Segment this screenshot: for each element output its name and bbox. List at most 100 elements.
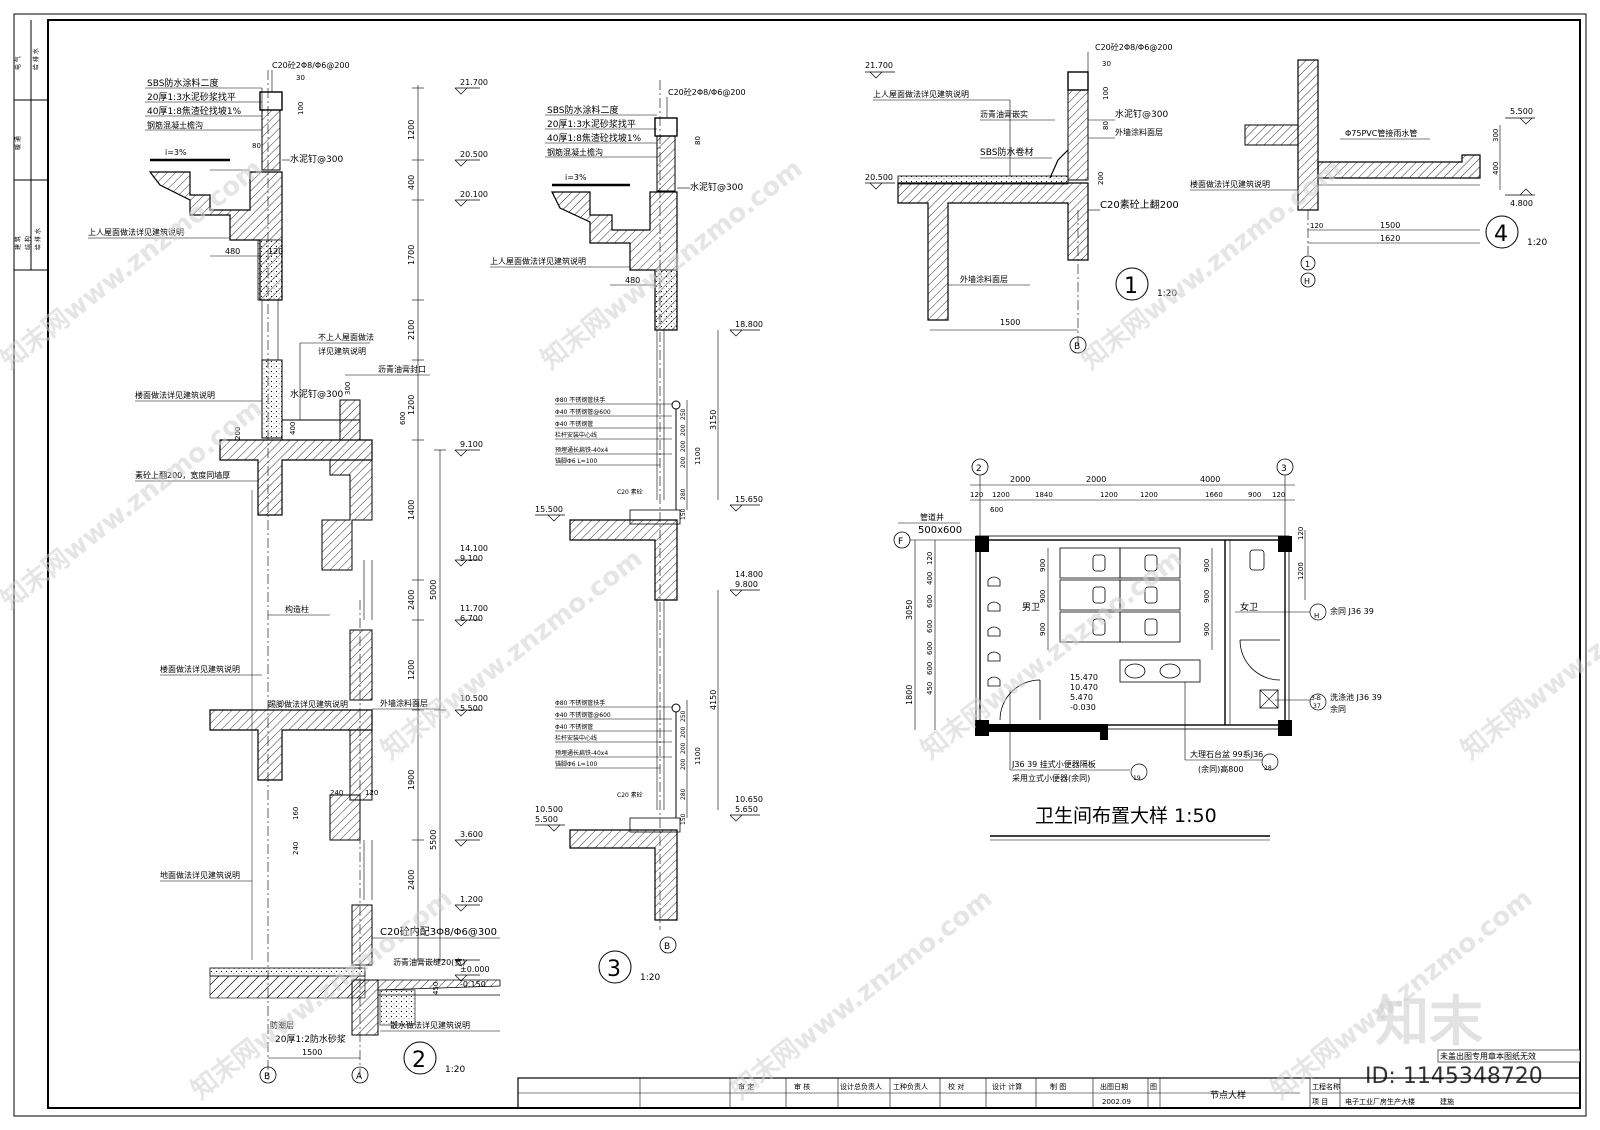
d3-level-9: 5.500 <box>535 815 558 824</box>
plan-dim-inner-5: 900 <box>1203 590 1211 603</box>
d3-dim-4150: 4150 <box>709 690 718 710</box>
stamp-6: 给 排 水 <box>34 228 42 250</box>
detail-3: SBS防水涂料二度 20厚1:3水泥砂浆找平 40厚1:8焦渣砼找坡1% 钢筋混… <box>490 80 763 984</box>
d2-dim-450: 450 <box>432 982 440 995</box>
d2-sill-note: 素砼上翻200，宽度同墙厚 <box>135 470 230 480</box>
d1-scale: 1:20 <box>1157 289 1177 299</box>
d3-vdim-b-6: 280 <box>680 788 687 800</box>
d3-dim-150b: 150 <box>680 813 687 825</box>
d3-vdim-a-6: 280 <box>680 488 687 500</box>
d1-sbs: SBS防水卷材 <box>980 146 1033 158</box>
tb-cell-3: 设计总负责人 <box>840 1082 882 1091</box>
stamp-1: 电 气 <box>14 56 22 70</box>
plan-dim-inner-2: 900 <box>1039 590 1047 603</box>
plan-ref-b1-b: 采用立式小便器(余同) <box>1012 773 1090 783</box>
plan-dim-left-total-1: 3050 <box>905 600 914 620</box>
plan-level-4: -0.030 <box>1070 703 1096 712</box>
d3-note-3: 40厚1:8焦渣砼找坡1% <box>547 132 642 144</box>
d3-c20a: C20 素砼 <box>617 488 643 496</box>
plan-dim-left-4: 600 <box>926 620 934 633</box>
plan-ref-b1-c: 19 <box>1133 775 1141 782</box>
d4-number-circle <box>1485 215 1519 249</box>
d3-level-4: 14.800 <box>735 570 763 579</box>
d3-level-5: 9.800 <box>735 580 758 589</box>
d3-roof-up: 上人屋面做法详见建筑说明 <box>490 256 586 266</box>
d2-level-6: 9.100 <box>460 554 483 563</box>
plan-ref-r1-b: H <box>1314 612 1319 620</box>
toilet-plan: 2 3 2000 2000 4000 120 1200 1840 1200 12… <box>893 458 1382 841</box>
d2-number: 2 <box>412 1048 426 1073</box>
plan-dim-left-2: 400 <box>926 572 934 585</box>
wm-site-6: 知末网www.znzmo.com <box>916 543 1188 765</box>
d3-rail-a-3: Φ40 不锈钢管 <box>555 420 593 428</box>
plan-ref-r2-c: 3-B <box>1311 695 1321 702</box>
d1-roof-up: 上人屋面做法详见建筑说明 <box>873 89 969 99</box>
plan-dim-top2-1: 120 <box>970 491 983 499</box>
title-block: 审 定 审 核 设计总负责人 工种负责人 校 对 设计 计算 制 图 出图日期 … <box>517 1077 1581 1109</box>
d2-vdim-7: 2400 <box>407 590 416 610</box>
d3-dim-3150: 3150 <box>709 410 718 430</box>
d1-level-floor: 20.500 <box>865 173 893 182</box>
d2-level-12: 1.200 <box>460 895 483 904</box>
plan-dim-top1-1: 2000 <box>1010 475 1030 484</box>
detail-2: 1200 400 1700 2100 1200 1400 2400 1200 1… <box>88 60 501 1084</box>
plan-dim-top2-3: 1840 <box>1035 491 1053 499</box>
plan-dim-top1-3: 4000 <box>1200 475 1220 484</box>
d4-level-top: 5.500 <box>1510 107 1533 116</box>
watermarks: 知末网www.znzmo.com 知末网www.znzmo.com 知末网www… <box>0 153 1600 1105</box>
plan-level-2: 10.470 <box>1070 683 1098 692</box>
d2-apron: 散水做法详见建筑说明 <box>390 1020 470 1030</box>
d4-level-bot: 4.800 <box>1510 199 1533 208</box>
d3-rail-b-1: Φ80 不锈钢管扶手 <box>555 699 605 707</box>
d2-level-10: 5.500 <box>460 704 483 713</box>
d2-axis-a-label: A <box>356 1072 363 1082</box>
tb-sheet-label: 图 <box>1150 1083 1157 1091</box>
d4-scale: 1:20 <box>1527 238 1547 248</box>
d3-vdim-a-2: 200 <box>680 424 687 436</box>
d4-dim-300: 300 <box>1492 129 1500 142</box>
tb-project-label: 工程名称 <box>1312 1082 1340 1091</box>
plan-dim-right-2: 1200 <box>1297 562 1305 580</box>
d3-note-2: 20厚1:3水泥砂浆找平 <box>547 118 636 130</box>
d2-note-4: 钢筋混凝土檐沟 <box>147 120 203 130</box>
plan-axis-2-label: 2 <box>976 464 982 474</box>
d3-level-3: 15.500 <box>535 505 563 514</box>
tb-cell-4: 工种负责人 <box>893 1082 928 1091</box>
tb-cell-1: 审 定 <box>738 1082 754 1091</box>
tb-cell-8: 出图日期 <box>1100 1082 1128 1091</box>
d3-vdim-a-4: 200 <box>680 456 687 468</box>
detail-4: Φ75PVC管接雨水管 楼面做法详见建筑说明 5.500 4.800 300 4… <box>1190 59 1547 288</box>
d3-level-8: 10.500 <box>535 805 563 814</box>
d4-dim-120: 120 <box>1310 222 1323 230</box>
stamp-4: 建 筑 <box>14 236 22 250</box>
d2-dim-30: 30 <box>296 74 305 82</box>
plan-ref-b2-c: 28 <box>1264 765 1272 772</box>
d3-rail-b-6: 锚脚Φ6 L=100 <box>555 760 597 768</box>
d3-slope: i=3% <box>565 173 587 182</box>
tb-item-value: 电子工业厂房生产大楼 <box>1345 1097 1415 1106</box>
d3-rail-a-6: 锚脚Φ6 L=100 <box>555 457 597 465</box>
d2-level-7: 11.700 <box>460 604 488 613</box>
d2-roof-up: 上人屋面做法详见建筑说明 <box>88 227 184 237</box>
d2-vdim-6: 1400 <box>407 500 416 520</box>
plan-dim-inner-3: 900 <box>1039 623 1047 636</box>
tb-date: 2002.09 <box>1102 1098 1131 1106</box>
d2-note-1: SBS防水涂料二度 <box>147 77 218 89</box>
plan-dim-inner-4: 900 <box>1203 559 1211 572</box>
d3-vdim-b-2: 200 <box>680 726 687 738</box>
d3-vdim-b-4: 200 <box>680 758 687 770</box>
d3-rail-a-5: 预埋通长扁铁-40x4 <box>555 446 608 454</box>
d4-axis-h-label: H <box>1304 277 1310 286</box>
d2-vdim-total-1: 5000 <box>429 580 438 600</box>
plan-ref-b1-a: J36 39 挂式小便器隔板 <box>1011 759 1096 769</box>
plan-dim-top1-2: 2000 <box>1086 475 1106 484</box>
wm-site-5: 知末网www.znzmo.com <box>376 543 648 765</box>
plan-axis-3-label: 3 <box>1281 464 1287 474</box>
d3-rail-b-4: 栏杆安装中心线 <box>555 734 597 742</box>
d1-level-top: 21.700 <box>865 61 893 70</box>
tb-sheet-no: 建施 <box>1440 1097 1454 1106</box>
d2-dim-400: 400 <box>289 422 297 435</box>
d2-joint: 沥青油膏嵌缝20(宽) <box>393 957 465 967</box>
d1-ext-paint: 外墙涂料面层 <box>1115 127 1163 137</box>
plan-dim-left-6: 600 <box>926 662 934 675</box>
